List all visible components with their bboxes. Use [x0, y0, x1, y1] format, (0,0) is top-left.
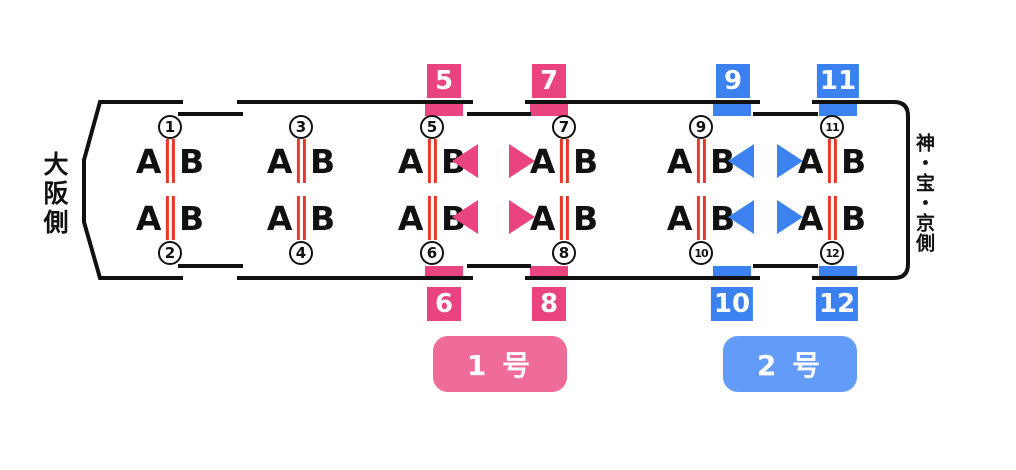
seat-label-b: B: [840, 198, 867, 238]
door-badge-11: 11: [816, 64, 860, 98]
window-row-10: A B: [667, 196, 735, 240]
seat-label-b: B: [309, 141, 336, 181]
window-row-12: A B: [798, 196, 866, 240]
seat-label-a: A: [135, 141, 162, 181]
window-row-9: A B: [667, 139, 735, 183]
window-circle-5: 5: [420, 115, 444, 139]
side-label-osaka: 大阪側: [40, 151, 69, 238]
red-divider-icon: [696, 196, 706, 240]
entrance-label-1: 1 号: [433, 336, 567, 392]
door-rect-5: [425, 103, 463, 116]
seat-label-b: B: [572, 198, 599, 238]
seat-label-a: A: [397, 198, 424, 238]
window-circle-3: 3: [289, 115, 313, 139]
arrow-left-icon: [452, 144, 478, 178]
arrow-right-icon: [509, 200, 535, 234]
door-badge-6: 6: [427, 287, 461, 321]
window-row-11: A B: [798, 139, 866, 183]
window-circle-7: 7: [552, 115, 576, 139]
window-circle-1: 1: [158, 115, 182, 139]
window-circle-10: 10: [689, 241, 713, 265]
arrow-right-icon: [777, 144, 803, 178]
seat-label-a: A: [397, 141, 424, 181]
arrow-left-icon: [452, 200, 478, 234]
side-label-kobe-takarazuka-kyoto: 神・宝・京側: [913, 133, 935, 253]
arrow-right-icon: [509, 144, 535, 178]
seat-label-a: A: [266, 198, 293, 238]
door-rect-10: [713, 266, 751, 278]
red-divider-icon: [427, 139, 437, 183]
arrow-right-icon: [777, 200, 803, 234]
entrance-label-2: 2 号: [723, 336, 857, 392]
red-divider-icon: [427, 196, 437, 240]
door-rect-9: [713, 103, 751, 116]
window-row-4: A B: [267, 196, 335, 240]
window-circle-2: 2: [158, 241, 182, 265]
red-divider-icon: [296, 139, 306, 183]
seat-label-b: B: [309, 198, 336, 238]
red-divider-icon: [696, 139, 706, 183]
car-left-end: [82, 100, 183, 280]
window-circle-12: 12: [820, 241, 844, 265]
arrow-left-icon: [728, 200, 754, 234]
door-badge-10: 10: [710, 287, 754, 321]
seat-label-a: A: [666, 198, 693, 238]
seat-label-b: B: [840, 141, 867, 181]
seat-label-a: A: [266, 141, 293, 181]
arrow-left-icon: [728, 144, 754, 178]
red-divider-icon: [559, 196, 569, 240]
door-badge-5: 5: [427, 64, 461, 98]
window-row-8: A B: [530, 196, 598, 240]
red-divider-icon: [165, 196, 175, 240]
door-rect-6: [425, 266, 463, 278]
seat-label-b: B: [178, 198, 205, 238]
window-circle-11: 11: [820, 115, 844, 139]
door-badge-8: 8: [532, 287, 566, 321]
window-circle-9: 9: [689, 115, 713, 139]
car-right-end: [812, 100, 910, 280]
window-row-1: A B: [136, 139, 204, 183]
red-divider-icon: [827, 139, 837, 183]
window-circle-6: 6: [420, 241, 444, 265]
window-circle-4: 4: [289, 241, 313, 265]
seat-label-b: B: [572, 141, 599, 181]
red-divider-icon: [559, 139, 569, 183]
window-row-3: A B: [267, 139, 335, 183]
door-rect-8: [530, 266, 568, 278]
window-row-2: A B: [136, 196, 204, 240]
red-divider-icon: [165, 139, 175, 183]
door-rect-12: [819, 266, 857, 278]
door-badge-9: 9: [716, 64, 750, 98]
window-row-7: A B: [530, 139, 598, 183]
red-divider-icon: [296, 196, 306, 240]
car-top-bottom-walls: [237, 100, 760, 280]
door-rect-11: [819, 103, 857, 116]
red-divider-icon: [827, 196, 837, 240]
window-circle-8: 8: [552, 241, 576, 265]
door-rect-7: [530, 103, 568, 116]
door-badge-7: 7: [532, 64, 566, 98]
seat-label-a: A: [135, 198, 162, 238]
seat-label-a: A: [666, 141, 693, 181]
door-badge-12: 12: [815, 287, 859, 321]
seat-label-b: B: [178, 141, 205, 181]
